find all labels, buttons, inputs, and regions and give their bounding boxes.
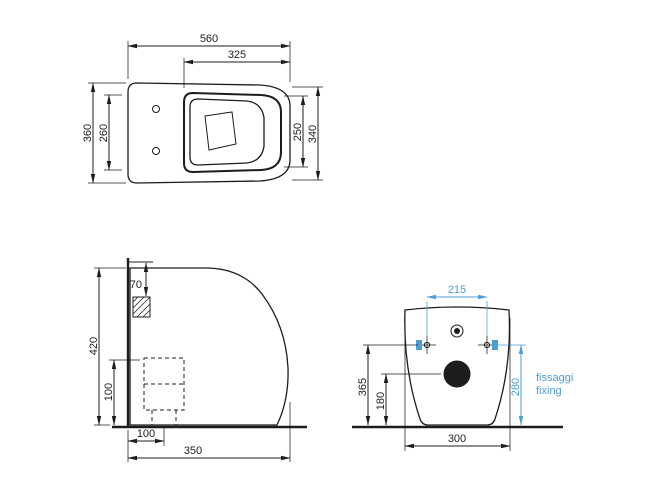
bowl-inner-outline bbox=[189, 98, 265, 166]
seat-fixing-hole bbox=[152, 147, 160, 155]
seat-fixing-hole bbox=[152, 105, 160, 113]
dim-label: 340 bbox=[307, 125, 319, 143]
side-profile bbox=[129, 267, 289, 426]
side-view: 70 420 100 100 350 bbox=[88, 258, 307, 462]
fixing-note: fissaggi fixing bbox=[536, 372, 573, 397]
dim-rim-width: 325 bbox=[183, 49, 291, 88]
dim-fixing-spacing: 215 bbox=[426, 284, 488, 336]
dim-drain-offset: 100 bbox=[127, 427, 165, 446]
drain-hidden-lines bbox=[144, 383, 184, 425]
dim-left-outer-depth: 360 bbox=[82, 82, 126, 184]
extension-lines bbox=[404, 318, 511, 451]
dim-front-overall-width: 300 bbox=[404, 318, 511, 451]
dim-label: 420 bbox=[88, 337, 100, 355]
dim-inlet-height: 365 bbox=[357, 344, 418, 426]
dim-right-inner-depth: 250 bbox=[284, 95, 308, 168]
dim-drain-height: 100 bbox=[103, 359, 140, 426]
rim-outline bbox=[183, 91, 282, 174]
dim-label: 300 bbox=[448, 433, 466, 445]
top-view: 560 325 360 260 250 340 bbox=[82, 33, 323, 184]
bracket-hatch bbox=[132, 296, 151, 318]
water-inlet-hole bbox=[454, 328, 460, 334]
dim-overall-depth: 350 bbox=[127, 402, 291, 462]
dim-label: 250 bbox=[292, 123, 304, 141]
fixing-cross-marks bbox=[418, 336, 496, 354]
dim-left-inner-depth: 260 bbox=[98, 94, 122, 171]
dim-label: 100 bbox=[137, 428, 155, 440]
water-inlet-ring bbox=[450, 324, 464, 338]
dim-label: 350 bbox=[184, 445, 202, 457]
fixing-note-english: fixing bbox=[536, 385, 562, 397]
dim-drain-center-height: 180 bbox=[375, 373, 441, 426]
dim-label: 180 bbox=[375, 392, 387, 410]
dim-label: 560 bbox=[200, 33, 218, 45]
fixing-slot bbox=[416, 340, 422, 350]
dim-label: 325 bbox=[228, 49, 246, 61]
trap-outline bbox=[204, 111, 237, 151]
bowl-outer-outline bbox=[127, 82, 291, 184]
extension-lines bbox=[426, 301, 488, 336]
dim-label: 260 bbox=[98, 124, 110, 142]
fixing-hole bbox=[483, 341, 491, 349]
front-profile bbox=[404, 306, 511, 426]
dim-right-outer-depth: 340 bbox=[292, 86, 323, 181]
fixing-note-italian: fissaggi bbox=[536, 372, 573, 384]
dim-overall-height: 420 bbox=[88, 267, 126, 426]
dim-fixing-height: 280 bbox=[497, 344, 526, 426]
drain-hole bbox=[443, 360, 471, 388]
dim-overall-width: 560 bbox=[127, 33, 291, 82]
dim-label: 360 bbox=[82, 124, 94, 142]
dim-label: 215 bbox=[448, 284, 466, 296]
dim-label: 100 bbox=[103, 383, 115, 401]
fixing-slot bbox=[492, 340, 498, 350]
dim-label: 70 bbox=[130, 279, 142, 291]
dim-label: 365 bbox=[357, 378, 369, 396]
fixing-hole bbox=[423, 341, 431, 349]
fixing-bracket bbox=[132, 296, 151, 318]
dim-label: 280 bbox=[510, 378, 522, 396]
front-view: 215 365 180 280 fissaggi fixing 300 bbox=[352, 284, 573, 451]
dim-top-to-bracket: 70 bbox=[130, 262, 149, 297]
trap-hidden-outline bbox=[143, 357, 185, 411]
